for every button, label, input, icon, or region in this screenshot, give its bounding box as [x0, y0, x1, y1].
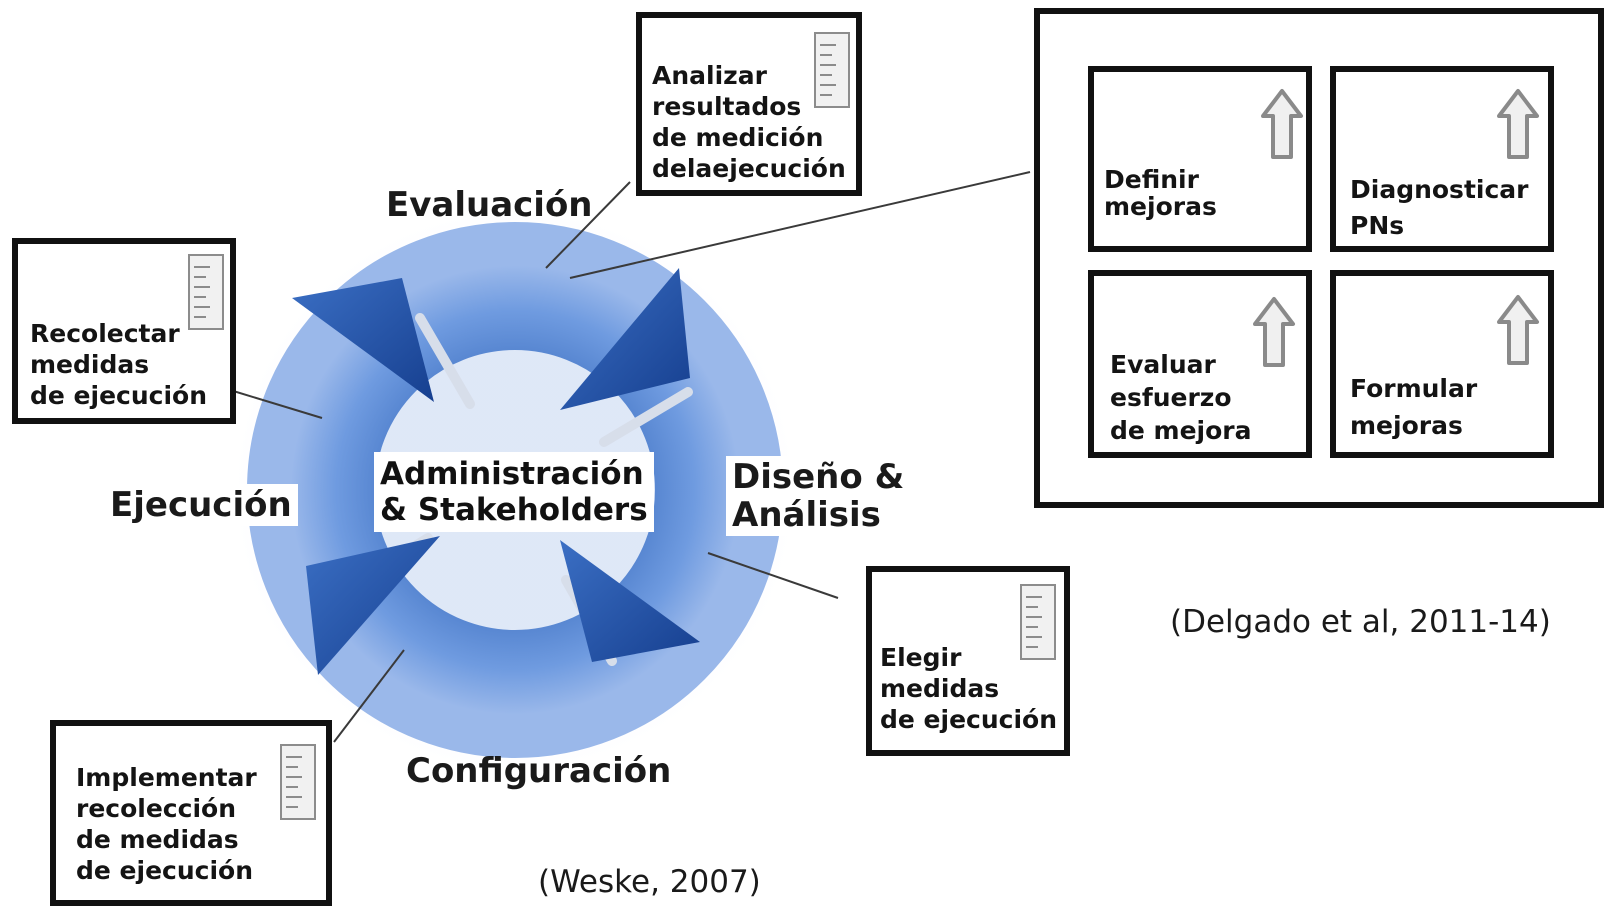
cell-definir: Definir mejoras — [1088, 66, 1312, 252]
document-icon — [188, 254, 224, 330]
document-icon — [1020, 584, 1056, 660]
note-implementar: Implementar recolección de medidas de ej… — [50, 720, 332, 906]
cycle-arrowhead-bottom-right — [560, 540, 700, 662]
note-recolectar-line-2: medidas — [30, 350, 150, 379]
citation-delgado: (Delgado et al, 2011-14) — [1170, 604, 1551, 640]
note-analizar-line-4: delaejecución — [652, 154, 846, 183]
citation-weske: (Weske, 2007) — [538, 864, 761, 900]
cell-formular-line-1: Formular — [1350, 374, 1478, 403]
note-elegir-line-1: Elegir — [880, 643, 962, 672]
note-elegir-line-2: medidas — [880, 674, 1000, 703]
up-arrow-icon — [1497, 89, 1539, 159]
phase-label-diseno-line-2: Análisis — [732, 495, 881, 535]
center-label-line-2: & Stakeholders — [380, 492, 648, 528]
cell-diagnosticar: Diagnosticar PNs — [1330, 66, 1554, 252]
up-arrow-icon — [1261, 89, 1303, 159]
phase-label-diseno: Diseño & Análisis — [726, 456, 911, 536]
phase-label-evaluacion: Evaluación — [386, 185, 593, 225]
cell-diagnosticar-line-2: PNs — [1350, 211, 1405, 240]
cell-diagnosticar-line-1: Diagnosticar — [1350, 175, 1529, 204]
note-implementar-line-1: Implementar — [76, 763, 257, 792]
note-analizar: Analizar resultados de medición delaejec… — [636, 12, 862, 196]
cell-definir-line-2: mejoras — [1104, 192, 1217, 221]
center-label: Administración & Stakeholders — [374, 452, 654, 532]
note-implementar-line-2: recolección — [76, 794, 236, 823]
center-label-line-1: Administración — [380, 456, 644, 492]
cycle-ring — [247, 222, 783, 758]
cycle-arrowhead-top-right — [560, 268, 690, 410]
up-arrow-icon — [1497, 295, 1539, 365]
note-implementar-line-4: de ejecución — [76, 856, 254, 885]
note-elegir-line-3: de ejecución — [880, 705, 1058, 734]
cell-formular: Formular mejoras — [1330, 270, 1554, 458]
phase-label-configuracion: Configuración — [406, 751, 672, 791]
note-recolectar-line-1: Recolectar — [30, 319, 180, 348]
note-analizar-line-1: Analizar — [652, 61, 767, 90]
document-icon — [814, 32, 850, 108]
cycle-arrowhead-top-left — [292, 278, 434, 402]
note-implementar-line-3: de medidas — [76, 825, 239, 854]
phase-label-ejecucion: Ejecución — [104, 484, 298, 526]
cell-evaluar: Evaluar esfuerzo de mejora — [1088, 270, 1312, 458]
phase-label-diseno-line-1: Diseño & — [732, 457, 905, 497]
cycle-arrowhead-bottom-left — [306, 536, 440, 675]
note-recolectar: Recolectar medidas de ejecución — [12, 238, 236, 424]
note-analizar-line-2: resultados — [652, 92, 802, 121]
cell-evaluar-line-1: Evaluar — [1110, 350, 1216, 379]
cell-definir-line-1: Definir — [1104, 165, 1199, 194]
note-elegir: Elegir medidas de ejecución — [866, 566, 1070, 756]
cell-evaluar-line-3: de mejora — [1110, 416, 1252, 445]
cell-formular-line-2: mejoras — [1350, 411, 1463, 440]
note-analizar-line-3: de medición — [652, 123, 824, 152]
up-arrow-icon — [1253, 297, 1295, 367]
document-icon — [280, 744, 316, 820]
note-recolectar-line-3: de ejecución — [30, 381, 208, 410]
cell-evaluar-line-2: esfuerzo — [1110, 383, 1232, 412]
connector-lines — [229, 171, 1031, 743]
